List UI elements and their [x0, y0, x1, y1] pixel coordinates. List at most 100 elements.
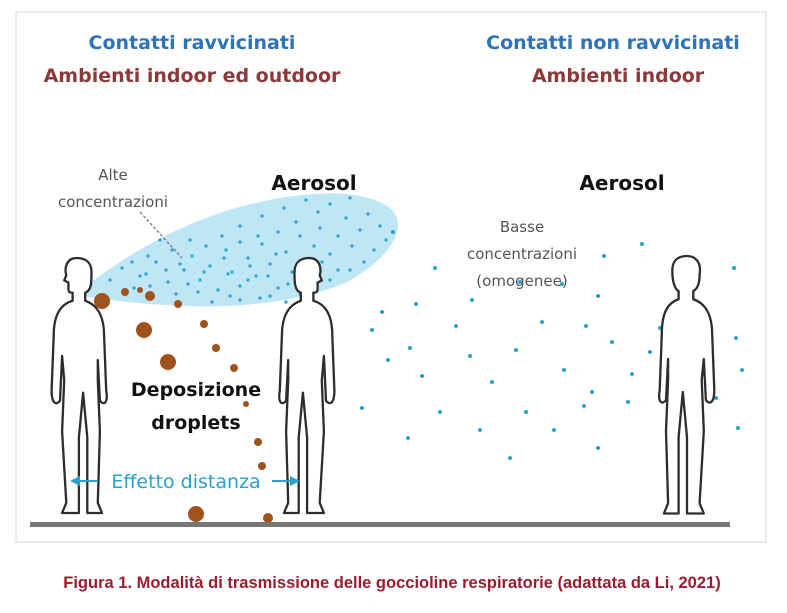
left-title: Contatti ravvicinati — [89, 32, 296, 54]
high-concentration-line1: Alte — [98, 166, 128, 184]
aerosol-dot — [336, 268, 340, 272]
aerosol-dot — [524, 410, 528, 414]
aerosol-dot — [584, 324, 588, 328]
distance-arrow — [70, 476, 300, 486]
ground-line — [30, 522, 730, 527]
aerosol-dot — [186, 282, 190, 286]
droplet — [145, 291, 155, 301]
aerosol-dot — [732, 266, 736, 270]
aerosol-dot — [174, 292, 178, 296]
aerosol-dot — [304, 198, 308, 202]
low-concentration-line3: (omogenee) — [476, 272, 567, 290]
aerosol-dot — [420, 374, 424, 378]
right-title: Contatti non ravvicinati — [486, 32, 740, 54]
high-concentration-pointer — [139, 211, 183, 259]
aerosol-dot — [268, 262, 272, 266]
aerosol-dot — [282, 206, 286, 210]
aerosol-dot — [384, 238, 388, 242]
aerosol-dot — [508, 456, 512, 460]
droplet — [94, 293, 110, 309]
aerosol-dot — [648, 350, 652, 354]
droplet — [258, 462, 266, 470]
aerosol-dot — [316, 210, 320, 214]
aerosol-dot — [358, 228, 362, 232]
aerosol-dot — [414, 302, 418, 306]
droplet — [121, 288, 129, 296]
aerosol-dot — [590, 390, 594, 394]
aerosol-dot — [148, 284, 152, 288]
aerosol-dot — [328, 252, 332, 256]
aerosol-dot — [284, 300, 288, 304]
person-right — [658, 254, 716, 515]
aerosol-dot — [312, 244, 316, 248]
aerosol-dot — [610, 340, 614, 344]
aerosol-dot — [228, 294, 232, 298]
aerosol-dot — [468, 354, 472, 358]
aerosol-dot — [294, 220, 298, 224]
aerosol-dot — [350, 244, 354, 248]
aerosol-dot — [154, 260, 158, 264]
aerosol-dot — [120, 266, 124, 270]
aerosol-dot — [164, 268, 168, 272]
aerosol-dot — [190, 254, 194, 258]
distance-label: Effetto distanza — [111, 471, 260, 493]
aerosol-dot — [490, 380, 494, 384]
aerosol-dot — [202, 270, 206, 274]
aerosol-dot — [178, 262, 182, 266]
aerosol-dot — [378, 224, 382, 228]
droplet — [160, 354, 176, 370]
aerosol-label-right: Aerosol — [579, 171, 664, 195]
droplet — [188, 506, 204, 522]
aerosol-dot — [478, 428, 482, 432]
right-subtitle: Ambienti indoor — [532, 65, 705, 87]
aerosol-dot — [276, 230, 280, 234]
low-concentration-line1: Basse — [500, 218, 544, 236]
droplet — [137, 287, 143, 293]
aerosol-dot — [552, 428, 556, 432]
aerosol-dot — [260, 242, 264, 246]
figure-caption: Figura 1. Modalità di trasmissione delle… — [63, 574, 720, 592]
aerosol-dot — [372, 248, 376, 252]
aerosol-dot — [582, 404, 586, 408]
aerosol-dot — [736, 426, 740, 430]
droplet — [254, 438, 262, 446]
droplet — [243, 401, 249, 407]
aerosol-dot — [256, 234, 260, 238]
aerosol-dot — [146, 254, 150, 258]
aerosol-dot — [246, 256, 250, 260]
aerosol-dot — [284, 250, 288, 254]
aerosol-dot — [470, 298, 474, 302]
aerosol-dot — [290, 270, 294, 274]
deposition-label-line2: droplets — [151, 412, 240, 434]
aerosol-dot — [366, 212, 370, 216]
aerosol-dot — [328, 278, 332, 282]
droplet — [136, 322, 152, 338]
aerosol-dot — [210, 300, 214, 304]
aerosol-dot — [362, 260, 366, 264]
aerosol-dot — [433, 266, 437, 270]
aerosol-dot — [518, 280, 522, 284]
aerosol-dot — [158, 238, 162, 242]
aerosol-dot — [380, 310, 384, 314]
aerosol-dot — [276, 286, 280, 290]
aerosol-dot — [238, 298, 242, 302]
aerosol-dot — [258, 296, 262, 300]
aerosol-dot — [386, 358, 390, 362]
low-concentration-line2: concentrazioni — [467, 245, 577, 263]
aerosol-label-left: Aerosol — [271, 171, 356, 195]
aerosol-dot — [130, 260, 134, 264]
aerosol-dot — [318, 226, 322, 230]
aerosol-dot — [348, 196, 352, 200]
aerosol-dot — [274, 252, 278, 256]
aerosol-dot — [108, 278, 112, 282]
aerosol-dot — [734, 336, 738, 340]
aerosol-dot — [626, 400, 630, 404]
aerosol-dot — [562, 368, 566, 372]
aerosol-dot — [408, 346, 412, 350]
aerosol-dot — [254, 274, 258, 278]
droplet — [263, 513, 273, 523]
aerosol-dot — [230, 270, 234, 274]
respiratory-droplets — [94, 287, 273, 523]
aerosol-dot — [238, 284, 242, 288]
